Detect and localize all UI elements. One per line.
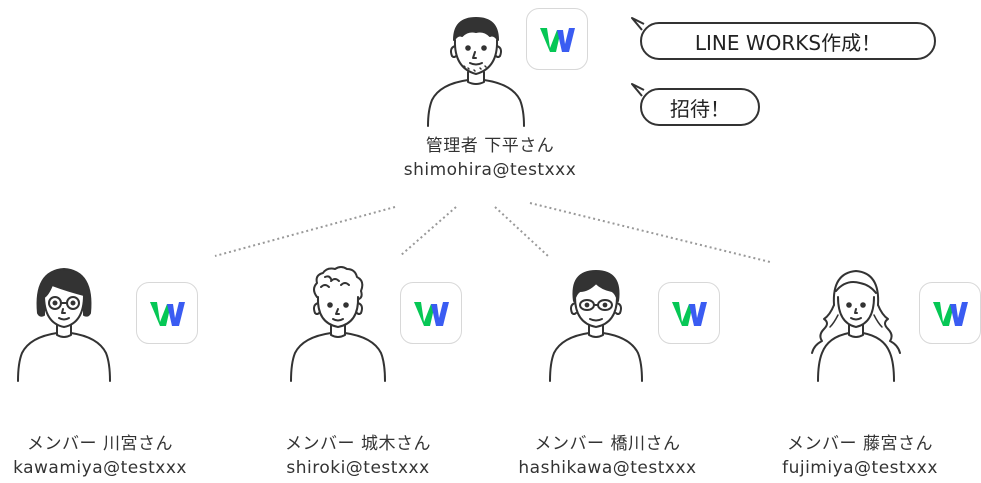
member-avatar-shiroki <box>281 265 393 383</box>
connector-line-shiroki <box>399 206 457 257</box>
member-avatar-fujimiya <box>800 265 912 383</box>
member-logo-hashikawa <box>658 282 720 344</box>
speech-bubble-invite-tail <box>631 83 645 97</box>
member-logo-shiroki <box>400 282 462 344</box>
member-name: メンバー 城木さん <box>285 434 431 454</box>
connector-line-fujimiya <box>529 202 771 263</box>
member-logo-fujimiya <box>919 282 981 344</box>
speech-bubble-invite-text: 招待！ <box>670 96 730 121</box>
member-label-kawamiya: メンバー 川宮さん kawamiya@testxxx <box>0 432 200 480</box>
line-works-logo-icon <box>414 302 449 326</box>
member-name: メンバー 川宮さん <box>27 434 173 454</box>
member-label-shiroki: メンバー 城木さん shiroki@testxxx <box>258 432 458 480</box>
line-works-logo-icon <box>150 302 185 326</box>
line-works-logo-icon <box>540 28 575 52</box>
member-label-hashikawa: メンバー 橋川さん hashikawa@testxxx <box>505 432 710 480</box>
line-works-logo-icon <box>933 302 968 326</box>
admin-email: shimohira@testxxx <box>403 160 577 180</box>
admin-line-works-logo-icon <box>526 8 588 70</box>
line-works-logo-icon <box>672 302 707 326</box>
member-email: kawamiya@testxxx <box>13 458 187 478</box>
member-name: メンバー 藤宮さん <box>787 434 933 454</box>
member-email: fujimiya@testxxx <box>782 458 938 478</box>
speech-bubble-create-text: LINE WORKS作成！ <box>694 30 882 55</box>
speech-bubble-create-tail <box>631 17 645 31</box>
member-name: メンバー 橋川さん <box>534 434 681 454</box>
admin-label: 管理者 下平さん shimohira@testxxx <box>370 134 610 182</box>
member-avatar-kawamiya <box>8 265 120 383</box>
speech-bubble-create: LINE WORKS作成！ <box>640 22 936 60</box>
member-avatar-hashikawa <box>540 265 652 383</box>
member-email: shiroki@testxxx <box>286 458 430 478</box>
connector-line-kawamiya <box>214 206 396 257</box>
member-label-fujimiya: メンバー 藤宮さん fujimiya@testxxx <box>760 432 960 480</box>
member-logo-kawamiya <box>136 282 198 344</box>
admin-role-name: 管理者 下平さん <box>425 136 555 156</box>
member-email: hashikawa@testxxx <box>518 458 697 478</box>
connector-line-hashikawa <box>494 206 549 257</box>
speech-bubble-invite: 招待！ <box>640 88 760 126</box>
admin-avatar <box>418 10 530 128</box>
